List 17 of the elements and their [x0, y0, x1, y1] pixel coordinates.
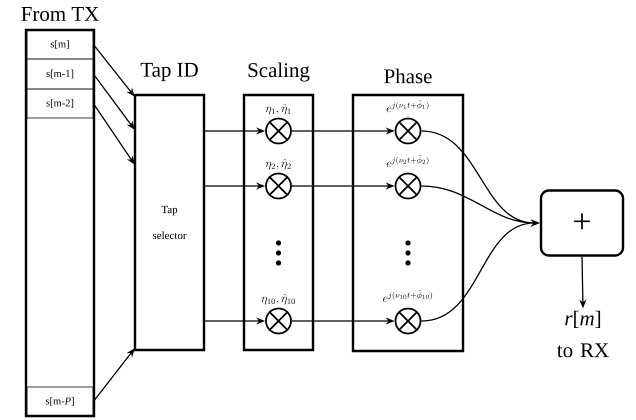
- summation-box: +: [540, 189, 624, 257]
- buffer-cell: s[m-P]: [26, 386, 94, 416]
- block-heading: Phase: [384, 68, 432, 84]
- output-label: r[m] to RX: [557, 310, 609, 358]
- block-heading: From TX: [21, 7, 99, 21]
- coefficient-label: $e^{j(\nu_1 t+\hat{\phi}_1)}$: [386, 100, 428, 112]
- block-box: Tap selector: [134, 94, 206, 352]
- buffer-cell: s[m-1]: [26, 58, 94, 90]
- buffer-cell: s[m]: [26, 30, 94, 60]
- block-heading: Tap ID: [140, 62, 198, 82]
- block-heading: Scaling: [248, 62, 310, 82]
- coefficient-label: $\eta_{10},\hat{\eta}_{10}$: [261, 294, 296, 305]
- coefficient-label: $\eta_2,\hat{\eta}_2$: [266, 158, 291, 170]
- buffer-cell: s[m-2]: [26, 88, 94, 118]
- coefficient-label: $e^{j(\nu_{10} t+\hat{\phi}_{10})}$: [383, 290, 432, 302]
- coefficient-label: $e^{j(\nu_2 t+\hat{\phi}_2)}$: [386, 155, 428, 168]
- coefficient-label: $\eta_1,\hat{\eta}_1$: [266, 104, 290, 115]
